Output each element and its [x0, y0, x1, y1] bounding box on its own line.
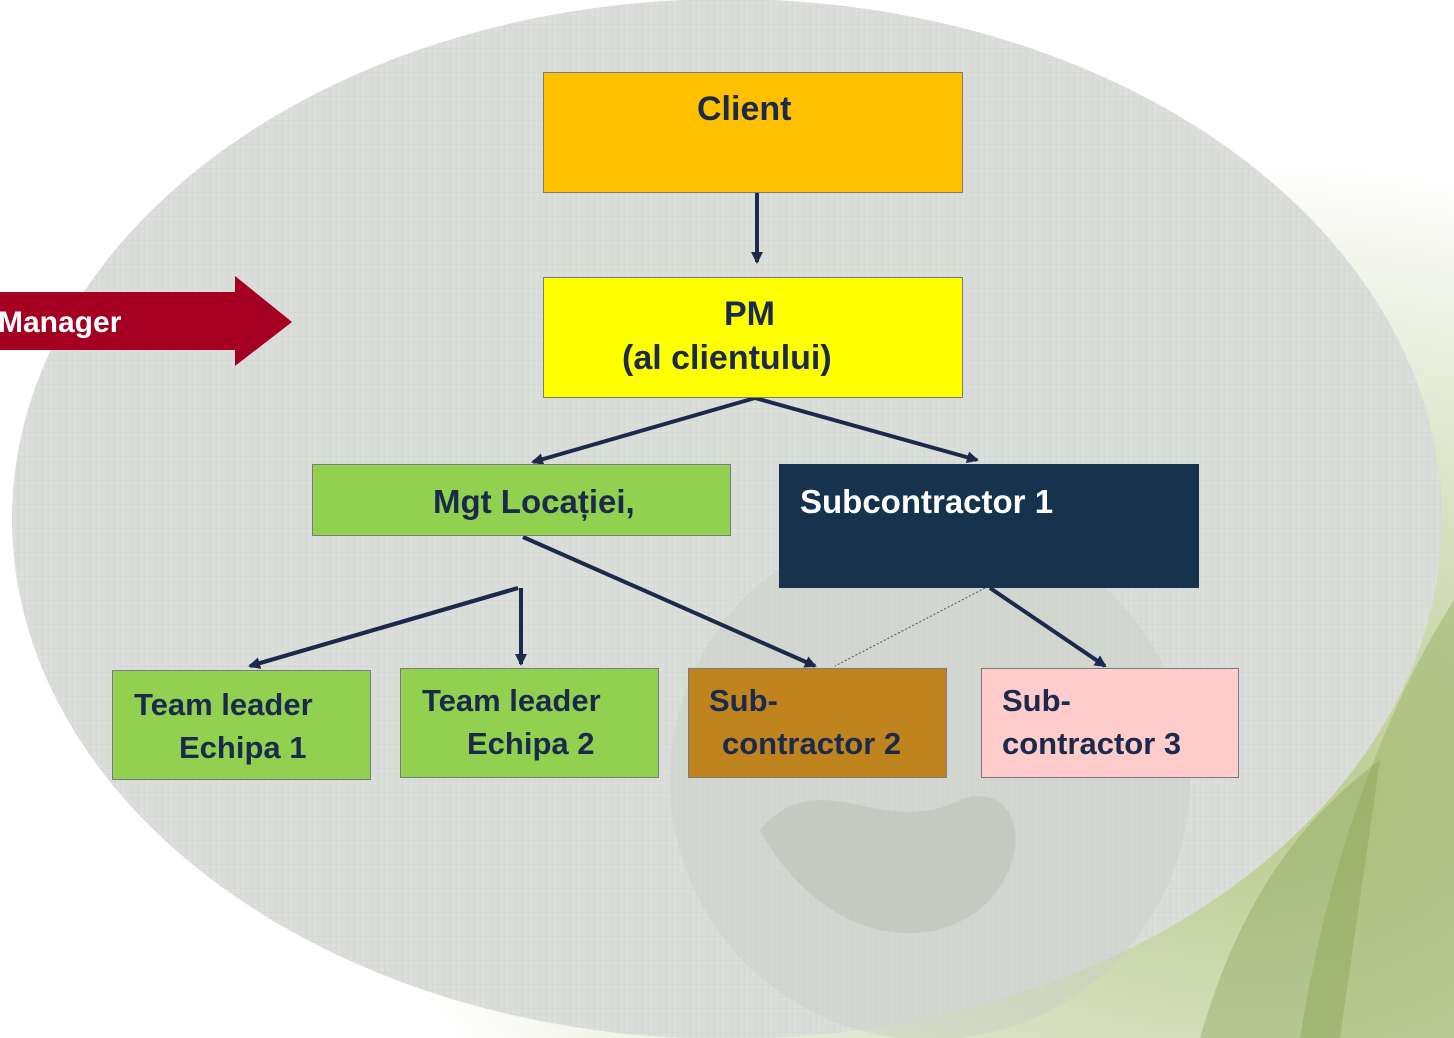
- node-team-leader-2: Team leader Echipa 2: [400, 668, 659, 778]
- node-subcontractor-3: Sub- contractor 3: [981, 668, 1239, 778]
- grass-blades: [1300, 600, 1454, 1038]
- node-subcontractor-1: Subcontractor 1: [779, 464, 1199, 588]
- node-mgt-locatiei: Mgt Locației,: [312, 464, 731, 536]
- connectors: [248, 193, 1107, 669]
- manager-label: Manager: [0, 306, 122, 339]
- node-pm: PM (al clientului): [543, 277, 963, 398]
- node-tl1-line1: Team leader: [134, 687, 313, 722]
- node-team-leader-1: Team leader Echipa 1: [112, 670, 371, 780]
- node-client: Client: [543, 72, 963, 193]
- connector-pm-mgt: [531, 396, 756, 465]
- connector-mgt-sub2: [522, 535, 817, 668]
- node-tl1-line2: Echipa 1: [179, 730, 307, 765]
- node-client-label: Client: [697, 90, 792, 128]
- node-sub3-line1: Sub-: [1002, 683, 1071, 718]
- node-mgt-label: Mgt Locației,: [433, 483, 635, 520]
- node-tl2-line2: Echipa 2: [467, 726, 595, 761]
- dotted-connector: [834, 587, 986, 667]
- node-sub2-line2: contractor 2: [722, 726, 902, 761]
- manager-arrow: [0, 276, 292, 366]
- node-tl2-line1: Team leader: [422, 683, 601, 718]
- connector-pm-sub1: [754, 396, 979, 464]
- node-pm-line1: PM: [724, 295, 775, 333]
- globe-shape: [670, 520, 1190, 1038]
- node-pm-line2: (al clientului): [622, 339, 832, 377]
- node-sub1-label: Subcontractor 1: [800, 483, 1054, 520]
- connector-sub1-sub3: [988, 586, 1107, 668]
- node-sub3-line2: contractor 3: [1002, 726, 1182, 761]
- node-subcontractor-2: Sub- contractor 2: [688, 668, 947, 778]
- node-sub2-line1: Sub-: [709, 683, 778, 718]
